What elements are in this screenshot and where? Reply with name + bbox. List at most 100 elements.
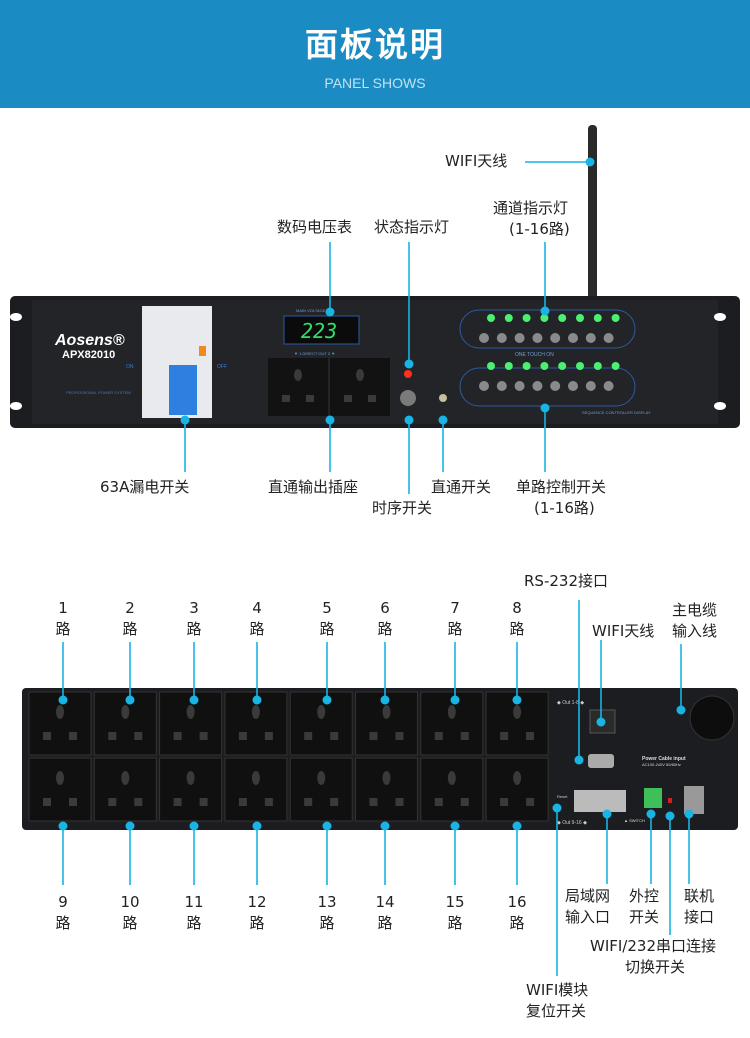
label-wifi-reset: WIFI模块 bbox=[526, 981, 589, 999]
voltage-readout: 223 bbox=[301, 319, 337, 343]
channel-switch[interactable] bbox=[496, 381, 507, 391]
external-control-terminal[interactable] bbox=[644, 788, 662, 808]
voltmeter bbox=[283, 315, 360, 345]
brand-sub: PROFESSIONAL POWER SYSTEM bbox=[66, 390, 131, 395]
callout-dot bbox=[676, 705, 686, 715]
label-link: 联机 bbox=[684, 887, 715, 905]
channel-unit: 路 bbox=[55, 914, 71, 932]
direct-switch-button[interactable] bbox=[439, 394, 447, 402]
channel-number: 2 bbox=[125, 599, 135, 617]
power-label: Power Cable input bbox=[642, 756, 686, 762]
lan-ports[interactable] bbox=[574, 790, 626, 812]
sequence-display-label: SEQUENCE CONTROLLER DISPLAY bbox=[582, 410, 651, 415]
sequence-switch-button[interactable] bbox=[400, 390, 416, 406]
label-main-cable-2: 输入线 bbox=[672, 622, 718, 640]
label-back-wifi: WIFI天线 bbox=[592, 622, 655, 640]
callout-dot bbox=[684, 809, 694, 819]
callout-dot bbox=[180, 415, 190, 425]
channel-indicator bbox=[576, 314, 584, 322]
channel-indicator bbox=[558, 314, 567, 322]
label-toggle-2: 切换开关 bbox=[625, 958, 686, 976]
rs232-port[interactable] bbox=[588, 754, 614, 768]
callout-dot bbox=[380, 695, 390, 705]
channel-indicator bbox=[487, 314, 495, 322]
channel-number: 8 bbox=[512, 599, 522, 617]
callout-dot bbox=[574, 755, 584, 765]
callout-dot bbox=[252, 821, 262, 831]
label-sequence-switch: 时序开关 bbox=[372, 499, 433, 517]
channel-switch[interactable] bbox=[479, 381, 489, 391]
channel-unit: 路 bbox=[249, 914, 265, 932]
rack-hole bbox=[10, 402, 22, 410]
usb-link-port[interactable] bbox=[684, 786, 704, 814]
channel-switch[interactable] bbox=[479, 333, 489, 343]
channel-unit: 路 bbox=[319, 914, 335, 932]
channel-indicator bbox=[576, 362, 584, 370]
on-label: ON bbox=[126, 364, 134, 370]
breaker-test-button[interactable] bbox=[199, 346, 206, 356]
channel-switch[interactable] bbox=[514, 381, 525, 391]
channel-unit: 路 bbox=[249, 620, 265, 638]
label-direct-socket: 直通输出插座 bbox=[268, 478, 359, 496]
label-main-cable: 主电缆 bbox=[672, 601, 718, 619]
channel-switch[interactable] bbox=[514, 333, 525, 343]
channel-switch[interactable] bbox=[496, 333, 507, 343]
label-channel-indicator-range: (1-16路) bbox=[509, 220, 570, 238]
callout-dot bbox=[58, 695, 68, 705]
callout-dot bbox=[252, 695, 262, 705]
callout-dot bbox=[596, 717, 606, 727]
power-spec: AC100-240V 50/60Hz bbox=[642, 762, 681, 767]
callout-dot bbox=[322, 695, 332, 705]
model-number: APX82010 bbox=[62, 349, 115, 361]
label-rs232: RS-232接口 bbox=[524, 572, 608, 590]
outlet-1 bbox=[28, 691, 92, 756]
callout-dot bbox=[552, 803, 562, 813]
channel-indicator bbox=[504, 362, 513, 370]
callout-dot bbox=[325, 307, 335, 317]
direct-socket bbox=[330, 358, 390, 416]
status-light bbox=[404, 370, 412, 378]
channel-unit: 路 bbox=[447, 914, 463, 932]
channel-switch[interactable] bbox=[585, 333, 596, 343]
channel-switch[interactable] bbox=[550, 333, 561, 343]
direct-socket bbox=[268, 358, 328, 416]
channel-switch[interactable] bbox=[532, 333, 543, 343]
channel-switch[interactable] bbox=[568, 333, 578, 343]
channel-number: 1 bbox=[58, 599, 68, 617]
channel-switch[interactable] bbox=[603, 381, 614, 391]
channel-number: 3 bbox=[189, 599, 199, 617]
callout-dot bbox=[585, 157, 595, 167]
channel-switch[interactable] bbox=[550, 381, 561, 391]
outlet-10 bbox=[93, 757, 157, 822]
channel-switch[interactable] bbox=[603, 333, 614, 343]
channel-switch[interactable] bbox=[532, 381, 543, 391]
channel-indicator bbox=[522, 362, 531, 370]
channel-indicator bbox=[504, 314, 513, 322]
toggle-switch[interactable] bbox=[668, 798, 672, 803]
callout-dot bbox=[450, 821, 460, 831]
channel-indicator bbox=[593, 314, 602, 322]
channel-number: 6 bbox=[380, 599, 390, 617]
header-banner: 面板说明 PANEL SHOWS bbox=[0, 0, 750, 108]
label-single-switch: 单路控制开关 bbox=[516, 478, 607, 496]
callout-dot bbox=[602, 809, 612, 819]
channel-number: 12 bbox=[247, 893, 267, 911]
channel-indicator bbox=[522, 314, 531, 322]
breaker-lever[interactable] bbox=[169, 365, 197, 415]
channel-switch[interactable] bbox=[585, 381, 596, 391]
channel-indicator bbox=[611, 314, 620, 322]
channel-unit: 路 bbox=[55, 620, 71, 638]
reset-label: Reset bbox=[557, 794, 568, 799]
channel-number: 11 bbox=[184, 893, 204, 911]
outlet-14 bbox=[355, 757, 418, 822]
label-ext-switch: 外控 bbox=[629, 887, 660, 905]
channel-switch[interactable] bbox=[568, 381, 578, 391]
